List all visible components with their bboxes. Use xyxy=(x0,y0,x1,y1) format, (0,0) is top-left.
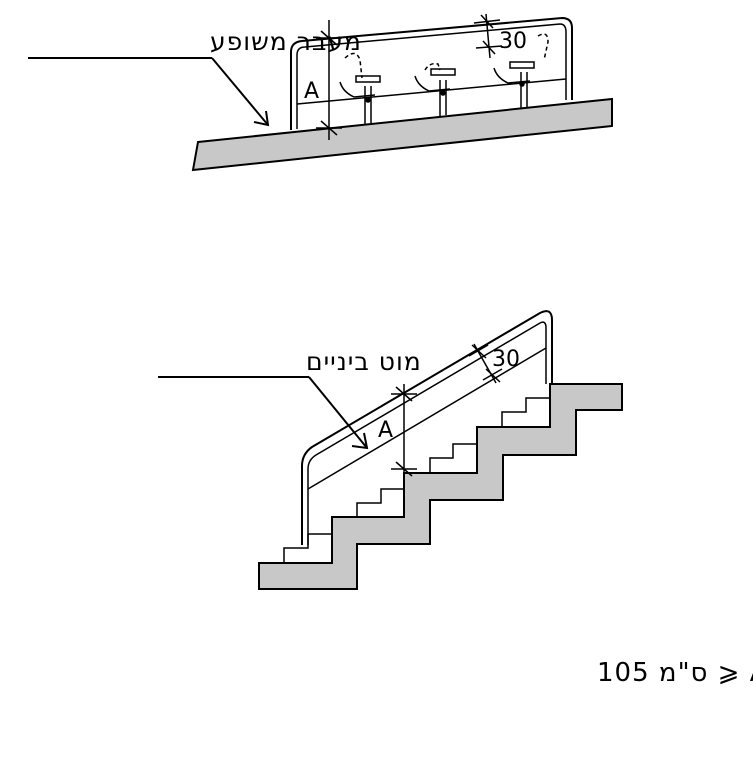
stair-railing-frame xyxy=(301,310,553,545)
stair-leader xyxy=(158,376,369,450)
top-dim-a-label: A xyxy=(304,79,319,104)
stair-intermediate-rail xyxy=(307,347,547,490)
top-dimension-a xyxy=(316,20,342,140)
stair-dim-a-label: A xyxy=(378,418,393,443)
stadium-seat-1 xyxy=(339,52,381,124)
stair-dim-30-label: 30 xyxy=(492,347,520,372)
stair-risers xyxy=(283,397,550,563)
top-dimension-30 xyxy=(473,13,503,59)
top-railing-frame xyxy=(290,16,573,130)
height-formula: ס"מ 90 ⩽ A ⩽ ס"מ 105 xyxy=(597,658,753,688)
sloped-passage-label: מעבר משופע xyxy=(210,27,362,56)
top-dim-30-label: 30 xyxy=(499,29,527,54)
stair-dimension-a xyxy=(391,384,417,484)
stairs-diagram: A 30 מוט ביניים xyxy=(158,310,623,590)
stadium-seat-2 xyxy=(414,62,456,116)
stair-dimension-30 xyxy=(468,343,503,384)
stair-slab xyxy=(258,383,623,590)
intermediate-rail-label: מוט ביניים xyxy=(306,347,422,376)
ramp-slab xyxy=(191,97,613,172)
top-railing-inner xyxy=(296,23,567,129)
stair-railing-inner xyxy=(307,321,547,545)
sloped-passage-diagram: A 30 מעבר משופע xyxy=(28,13,613,172)
top-leader xyxy=(28,57,270,127)
stadium-seat-3 xyxy=(493,33,549,108)
